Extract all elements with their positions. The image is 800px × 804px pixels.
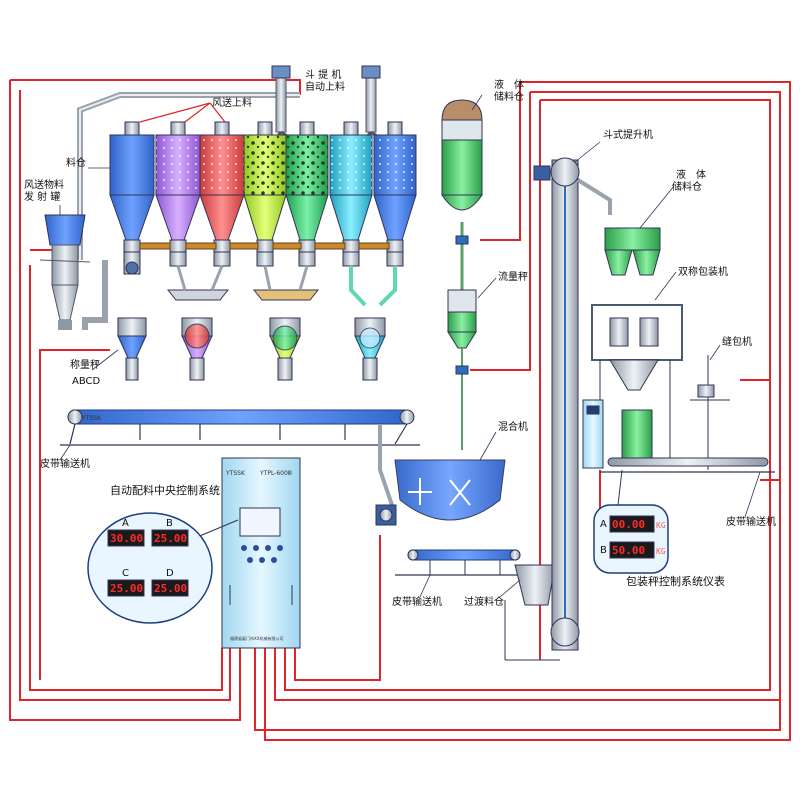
weighing-hoppers [117, 317, 386, 381]
label-pneumatic-emitter-1: 风送物料 [24, 178, 64, 191]
packing-readout-value: 00.00 [612, 518, 645, 531]
label-transition-silo: 过渡料仓 [464, 595, 504, 608]
label-double-scale-packer: 双称包装机 [678, 265, 728, 278]
belt-brand: YTSSK [81, 415, 102, 422]
screw-feeders [139, 242, 390, 250]
silo-row [109, 121, 417, 253]
label-pneumatic-emitter-2: 发 射 罐 [24, 190, 60, 203]
packing-readout-label: A [600, 519, 607, 530]
packing-readout-unit: KG [656, 547, 666, 556]
pneumatic-emitter-tank [39, 214, 91, 330]
weighing-hopper-c [269, 317, 301, 381]
mixer [375, 459, 506, 526]
central-readout-value: 25.00 [154, 532, 187, 545]
central-readout-display [107, 579, 145, 597]
label-liquid-storage-right-2: 储料仓 [672, 180, 702, 193]
central-readout-display [107, 529, 145, 547]
silo-3 [199, 134, 245, 253]
label-pneumatic-feed: 风送上料 [212, 96, 252, 109]
packing-readout-a: A 00.00 KG [600, 515, 666, 533]
silo-5 [285, 134, 329, 253]
packing-readout-display [609, 515, 655, 533]
central-readout-value: 25.00 [110, 582, 143, 595]
label-belt-conveyor-left: 皮带输送机 [40, 457, 90, 470]
weighing-hopper-d [354, 317, 386, 381]
discharge-valves [123, 251, 404, 307]
label-liquid-storage-top-2: 储料仓 [494, 90, 524, 103]
label-mixer: 混合机 [498, 420, 528, 433]
silo-7 [373, 134, 417, 253]
right-belt-conveyor [600, 457, 775, 473]
packing-readout-b: B 50.00 KG [600, 541, 666, 559]
transition-silo [504, 564, 560, 661]
label-flow-scale: 流量秤 [498, 270, 528, 283]
label-bucket-lifter: 斗式提升机 [603, 128, 653, 141]
weighing-hopper-b [181, 317, 213, 381]
central-readout-b: B 25.00 [151, 518, 189, 547]
silo-4 [243, 134, 287, 253]
flow-scale [447, 289, 477, 450]
silo-6 [329, 134, 373, 253]
labels: 斗 提 机 自动上料 风送上料 料仓 风送物料 发 射 罐 称量秤 ABCD 液… [24, 68, 776, 608]
label-belt-conveyor-right: 皮带输送机 [726, 515, 776, 528]
central-readout-value: 30.00 [110, 532, 143, 545]
central-control-cabinet: YTSSK YTPL-600Ⅲ 福建省厦门市XX机械有限公司 [221, 457, 301, 649]
central-readout-d: D 25.00 [151, 568, 189, 597]
upper-belt-conveyor: YTSSK [60, 409, 420, 506]
label-weighing-scale-1: 称量秤 [70, 358, 100, 371]
double-scale-packer [591, 304, 683, 465]
central-readout-c: C 25.00 [107, 568, 145, 597]
label-bucket-elevator-2: 自动上料 [305, 80, 345, 93]
label-bucket-elevator-1: 斗 提 机 [305, 68, 341, 81]
label-bag-sewing-machine: 缝包机 [722, 335, 752, 348]
central-readout-label: D [166, 568, 174, 579]
packing-readout-value: 50.00 [612, 544, 645, 557]
silo-1 [109, 134, 155, 253]
cabinet-brand: YTPL-600Ⅲ [259, 470, 292, 477]
central-readout-label: A [122, 518, 129, 529]
label-central-control-system: 自动配料中央控制系统 [110, 483, 220, 497]
label-silo: 料仓 [66, 156, 86, 169]
central-readout-label: B [166, 518, 173, 529]
packer-control-box [582, 399, 604, 469]
central-readout-display [151, 579, 189, 597]
packing-readout-display [609, 541, 655, 559]
central-readout-a: A 30.00 [107, 518, 145, 547]
middle-belt-conveyor [395, 549, 525, 576]
label-liquid-storage-top-1: 液 体 [494, 78, 524, 91]
central-readout-label: C [122, 568, 129, 579]
weighing-hopper-a [117, 317, 147, 381]
packing-readout-unit: KG [656, 521, 666, 530]
liquid-storage-top [441, 99, 483, 290]
cabinet-logo: YTSSK [225, 470, 246, 477]
pneumatic-feed-pointers [139, 102, 226, 123]
label-belt-conveyor-middle: 皮带输送机 [392, 595, 442, 608]
liquid-storage-right [604, 227, 661, 276]
label-pointers [59, 94, 761, 598]
bucket-lifter [533, 157, 612, 651]
label-liquid-storage-right-1: 液 体 [676, 168, 706, 181]
label-weighing-scale-2: ABCD [72, 376, 101, 387]
central-readout-display [151, 529, 189, 547]
central-readout-value: 25.00 [154, 582, 187, 595]
silo-2 [155, 134, 201, 253]
label-packing-scale-control: 包装秤控制系统仪表 [626, 574, 725, 588]
cabinet-footer: 福建省厦门市XX机械有限公司 [230, 635, 283, 641]
packing-readout-label: B [600, 545, 607, 556]
bag-sewing-machine [690, 355, 730, 470]
